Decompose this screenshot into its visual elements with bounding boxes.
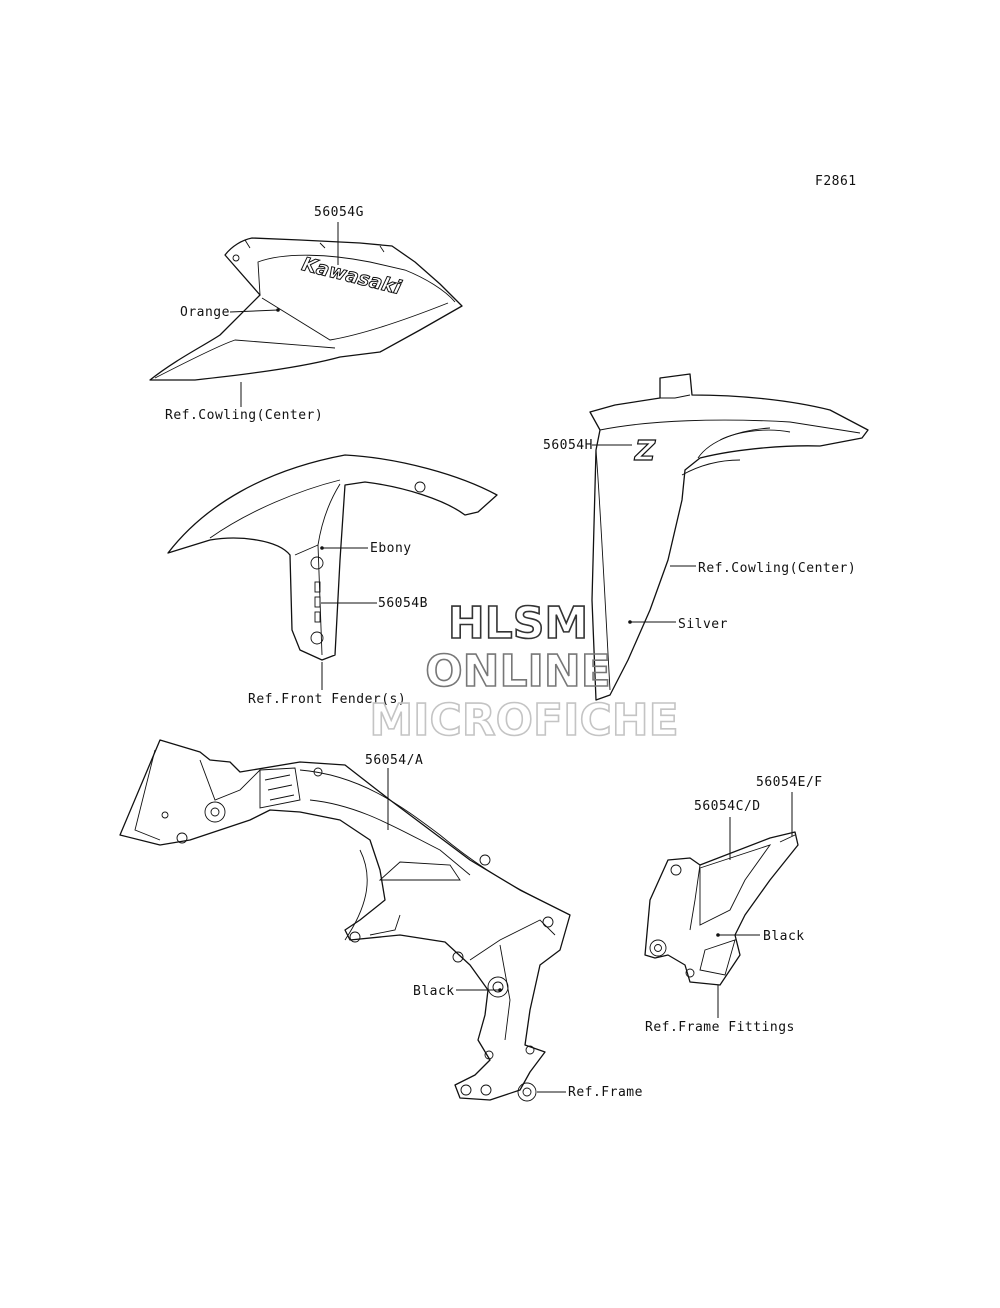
label-56054h: 56054H	[543, 438, 593, 453]
figure-code: F2861	[815, 174, 857, 189]
watermark-line-3: MICROFICHE	[369, 695, 678, 746]
leader-black-fittings	[716, 933, 760, 937]
label-56054ef: 56054E/F	[756, 775, 823, 790]
label-ref-frame: Ref.Frame	[568, 1085, 643, 1100]
watermark-line-2: ONLINE	[425, 646, 611, 697]
label-ref-front-fender: Ref.Front Fender(s)	[248, 692, 406, 707]
label-56054cd: 56054C/D	[694, 799, 761, 814]
front-fender-shape	[167, 454, 498, 661]
label-56054a: 56054/A	[365, 753, 423, 768]
side-cowl-shape	[149, 237, 463, 381]
label-56054b: 56054B	[378, 596, 428, 611]
leader-silver	[628, 620, 676, 624]
watermark-line-1: HLSM	[448, 598, 588, 649]
label-ref-cowling-center-1: Ref.Cowling(Center)	[165, 408, 323, 423]
frame-fitting-shape	[644, 831, 799, 986]
frame-shape	[119, 739, 571, 1102]
label-56054g: 56054G	[314, 205, 364, 220]
label-orange: Orange	[180, 305, 230, 320]
kawasaki-decal: Kawasaki	[300, 253, 404, 299]
leader-ebony	[320, 546, 368, 550]
z-logo: Z	[634, 434, 656, 467]
leader-black-frame	[456, 988, 502, 992]
watermark: HLSM ONLINE MICROFICHE	[369, 597, 680, 747]
label-black-fittings: Black	[763, 929, 805, 944]
front-cowl-shape	[589, 373, 869, 701]
label-silver: Silver	[678, 617, 728, 632]
label-black-frame: Black	[413, 984, 455, 999]
label-ebony: Ebony	[370, 541, 412, 556]
label-ref-frame-fittings: Ref.Frame Fittings	[645, 1020, 795, 1035]
leader-orange	[229, 308, 280, 313]
label-ref-cowling-center-2: Ref.Cowling(Center)	[698, 561, 856, 576]
